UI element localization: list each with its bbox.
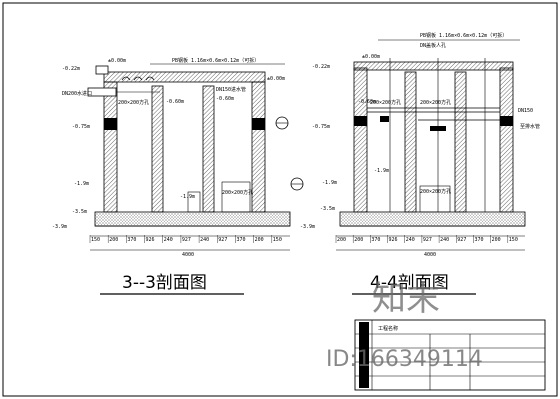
title-block: 工程名称 — [354, 319, 546, 391]
slab-note-r: PB钢板 1.16m×0.6m×0.12m（可拆） — [420, 32, 507, 39]
outer-wall-right — [251, 81, 266, 213]
elev-left2-r: -0.75m — [312, 124, 330, 130]
inner-wall-2-r — [454, 71, 467, 213]
dim-label: 240 — [164, 237, 173, 243]
slab-note: PB钢板 1.16m×0.6m×0.12m（可拆） — [172, 57, 259, 64]
dimension-chain-left: 150 200 370 926 240 927 240 927 370 200 150 — [89, 235, 282, 243]
section-title-left: 3--3剖面图 — [122, 273, 207, 293]
dim-label: 927 — [457, 237, 466, 243]
elev-mid: -0.60m — [166, 99, 184, 105]
dim-label: 200 — [337, 237, 346, 243]
side-note-r: 至排水管 — [520, 123, 540, 130]
base-slab-right — [339, 211, 526, 227]
watermark-id: ID:166349114 — [326, 347, 483, 372]
dim-label: 200 — [492, 237, 501, 243]
outer-wall-left — [103, 81, 118, 213]
dim-label: 370 — [237, 237, 246, 243]
pipe-note-a: 200×200方孔 — [118, 99, 149, 106]
total-dim-left: 4000 — [182, 252, 194, 258]
dim-label: 150 — [273, 237, 282, 243]
dim-label: 926 — [146, 237, 155, 243]
elev-base-r: -3.9m — [300, 224, 315, 230]
elev-mid2: -0.60m — [216, 96, 234, 102]
top-slab — [103, 71, 266, 83]
elev-wall: -1.9m — [74, 181, 89, 187]
dim-label: 200 — [255, 237, 264, 243]
pipe-a-r: 200×200方孔 — [370, 99, 401, 106]
elev-top-b: ±0.00m — [267, 76, 285, 82]
total-dim-right: 4000 — [424, 252, 436, 258]
dim-label: 927 — [182, 237, 191, 243]
hole-note-r: 200×200方孔 — [420, 188, 451, 195]
elev-mid-r: -0.60m — [358, 99, 376, 105]
dim-label: 927 — [218, 237, 227, 243]
dim-label: 240 — [200, 237, 209, 243]
dim-label: 150 — [509, 237, 518, 243]
elev-left: -0.22m — [62, 66, 80, 72]
elev-top-r: ±0.00m — [362, 54, 380, 60]
elev-left2: -0.75m — [72, 124, 90, 130]
outer-wall-left-r — [353, 67, 368, 213]
inner-wall-1-r — [404, 71, 417, 213]
elev-floor-r: -3.5m — [320, 206, 335, 212]
dim-label: 926 — [389, 237, 398, 243]
elev-left-r: -0.22m — [312, 64, 330, 70]
dim-label: 150 — [91, 237, 100, 243]
watermark-brand: 知末 — [372, 279, 440, 319]
dim-label: 240 — [440, 237, 449, 243]
elev-floor: -3.5m — [72, 209, 87, 215]
title-block-row1: 工程名称 — [378, 325, 398, 332]
inner-wall-2 — [202, 85, 215, 213]
pipe-b-r: 200×200方孔 — [420, 99, 451, 106]
top-slab-r — [353, 61, 514, 71]
elev-base: -3.9m — [52, 224, 67, 230]
dimension-chain-right: 200 200 370 926 240 927 240 927 370 200 150 — [335, 235, 518, 243]
pipe-top-r: DN盖板人孔 — [420, 42, 446, 49]
base-slab — [94, 211, 291, 227]
section-4-4: PB钢板 1.16m×0.6m×0.12m（可拆） DN盖板人孔 ±0.00m … — [300, 32, 540, 295]
dim-label: 200 — [109, 237, 118, 243]
section-title-right: 4-4剖面图 — [370, 273, 449, 293]
dim-label: 240 — [406, 237, 415, 243]
section-3-3: PB钢板 1.16m×0.6m×0.12m（可拆） ±0.00m ±0.00m … — [52, 57, 304, 295]
hole-note: 200×200方孔 — [222, 189, 253, 196]
dim-label: 370 — [371, 237, 380, 243]
elev-top-a: ±0.00m — [108, 58, 126, 64]
elev-mid2-r: -1.9m — [374, 168, 389, 174]
elev-wall-r: -1.9m — [322, 180, 337, 186]
outer-wall-right-r — [499, 67, 514, 213]
dim-label: 200 — [354, 237, 363, 243]
pipe-c-r: DN150 — [518, 108, 533, 114]
inner-wall-1 — [151, 85, 164, 213]
dim-label: 370 — [127, 237, 136, 243]
dim-label: 370 — [475, 237, 484, 243]
pipe-in: DN200水进口 — [62, 90, 92, 97]
pipe-note-b: DN150进水管 — [216, 86, 246, 93]
dim-label: 927 — [423, 237, 432, 243]
side-mark: -1.9m — [180, 194, 195, 200]
